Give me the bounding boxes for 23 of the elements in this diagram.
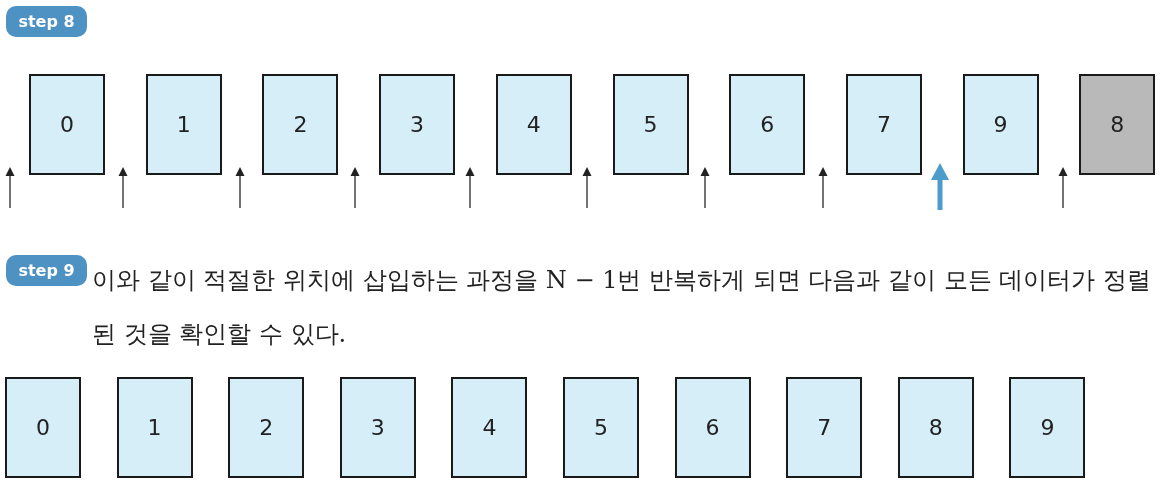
data-card: 6 [729, 74, 806, 175]
description-text: 이와 같이 적절한 위치에 삽입하는 과정을 N − 1번 반복하게 되면 다음과 같이 모든 데이터가 정렬된 것을 확인할 수 있다. [92, 265, 1152, 350]
data-card: 8 [1079, 74, 1156, 175]
step-badge: step 9 [6, 255, 87, 286]
data-card: 2 [262, 74, 339, 175]
data-card: 5 [612, 74, 689, 175]
data-card: 6 [674, 377, 751, 478]
data-card: 1 [145, 74, 222, 175]
data-card: 4 [451, 377, 528, 478]
data-card: 3 [379, 74, 456, 175]
data-card: 7 [845, 74, 922, 175]
data-card: 5 [563, 377, 639, 478]
data-card: 7 [786, 377, 863, 478]
data-card: 9 [962, 74, 1039, 175]
data-card: 9 [1009, 377, 1086, 478]
data-card: 1 [116, 377, 193, 478]
data-card: 3 [339, 377, 416, 478]
step-badge: step 8 [6, 6, 87, 37]
data-card: 8 [897, 377, 974, 478]
data-card: 2 [228, 377, 305, 478]
data-card: 4 [495, 74, 572, 175]
data-card: 0 [29, 74, 105, 175]
data-card: 0 [5, 377, 81, 478]
